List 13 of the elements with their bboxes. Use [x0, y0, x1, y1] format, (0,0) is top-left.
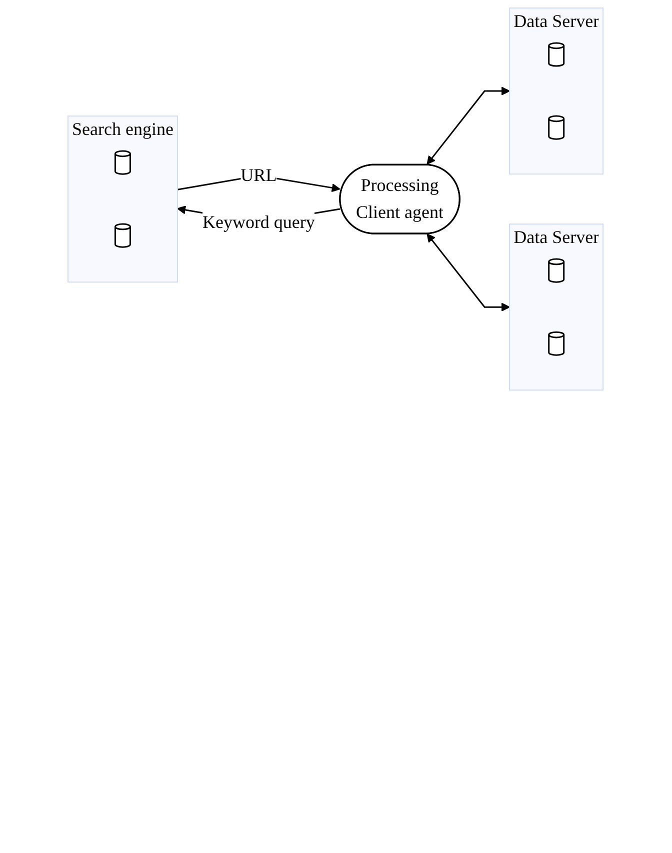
edge-label: Keyword query: [202, 212, 316, 232]
cluster: Search engine: [68, 116, 178, 283]
node-cylinder: [114, 223, 132, 248]
node-cylinder: [548, 331, 566, 356]
edge-label: URL: [241, 165, 278, 186]
node-cylinder: [548, 115, 566, 140]
cluster: Data Server: [510, 8, 604, 175]
node-cylinder: [548, 258, 566, 283]
node-cylinder: [548, 42, 566, 67]
arrow: [427, 233, 510, 312]
arrow: [427, 86, 510, 165]
node-cylinder: [114, 150, 132, 175]
cluster: Data Server: [510, 224, 604, 391]
